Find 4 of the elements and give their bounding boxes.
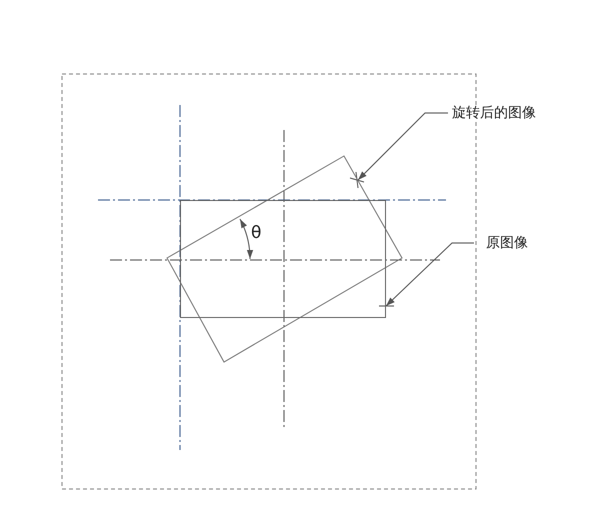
leader-line: [358, 112, 448, 180]
callout-label: 原图像: [486, 235, 528, 251]
callout-label: 旋转后的图像: [452, 105, 536, 121]
leader-line: [386, 242, 474, 306]
